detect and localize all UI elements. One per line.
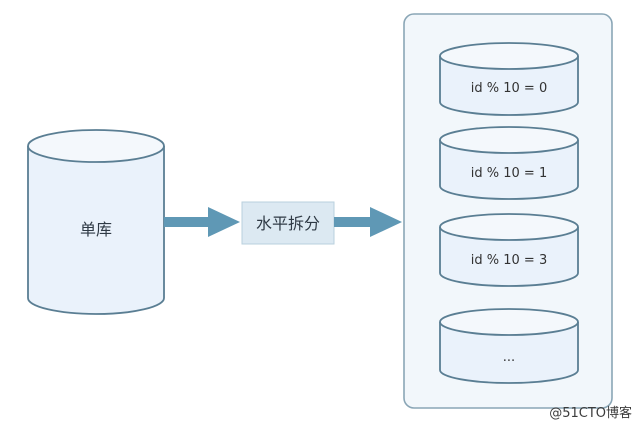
process-box-label: 水平拆分 <box>256 214 320 233</box>
shard-label: id % 10 = 3 <box>471 253 547 268</box>
shard-label: ... <box>503 350 515 365</box>
shard-database: id % 10 = 3 <box>439 213 579 287</box>
shard-database: ... <box>439 308 579 384</box>
shard-container <box>403 13 613 409</box>
source-database-label: 单库 <box>80 220 112 239</box>
shard-database: id % 10 = 0 <box>439 42 579 116</box>
process-box-rect <box>241 201 335 245</box>
watermark: @51CTO博客 <box>549 406 632 421</box>
shard-label: id % 10 = 0 <box>471 81 547 96</box>
source-database-top <box>27 129 165 163</box>
arrow-to-shards <box>334 207 402 237</box>
shard-database: id % 10 = 1 <box>439 126 579 200</box>
source-database: 单库 <box>27 129 165 315</box>
arrow-to-process <box>164 207 240 237</box>
source-database-body <box>27 146 165 315</box>
process-box: 水平拆分 <box>241 201 335 245</box>
shard-label: id % 10 = 1 <box>471 166 547 181</box>
